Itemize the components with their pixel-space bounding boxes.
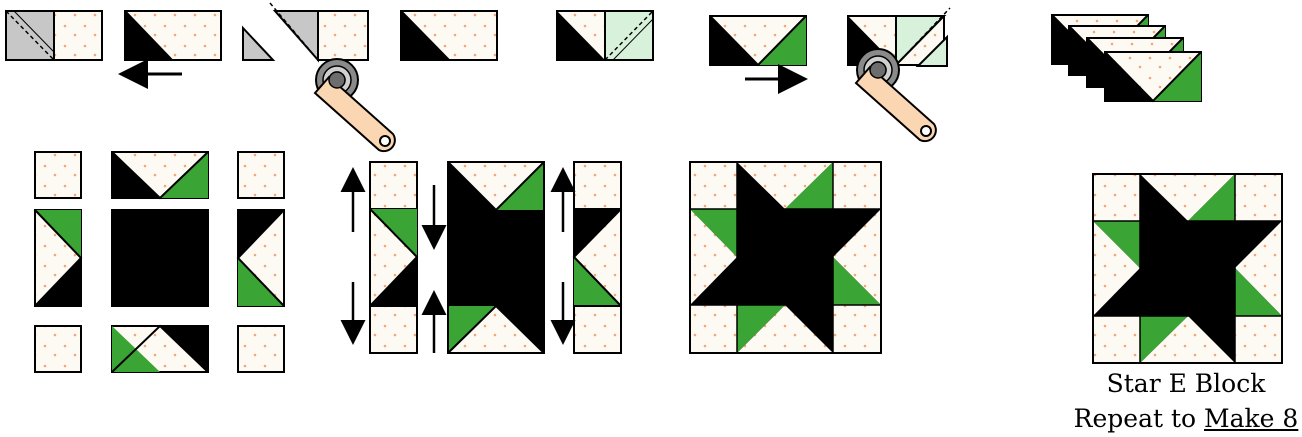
step-4-pressed — [401, 11, 497, 60]
step-3-trim — [243, 3, 368, 60]
step-1-pair — [6, 11, 102, 60]
repeat-quantity: Make 8 — [1204, 404, 1298, 433]
exploded-block-layout — [35, 152, 284, 372]
step-2-stitched — [125, 11, 221, 60]
column-assembly — [370, 162, 621, 353]
star-e-block-final — [1093, 174, 1282, 363]
block-name-caption: Star E Block — [1070, 369, 1302, 398]
flying-geese-stack — [1052, 15, 1201, 101]
rotary-cutter-icon — [315, 59, 395, 151]
sewn-block — [690, 162, 881, 353]
repeat-instruction: Repeat to Make 8 — [1070, 404, 1302, 433]
repeat-prefix: Repeat to — [1074, 404, 1204, 433]
step-6-flying-geese — [710, 16, 806, 65]
step-5-second-square — [557, 11, 653, 60]
